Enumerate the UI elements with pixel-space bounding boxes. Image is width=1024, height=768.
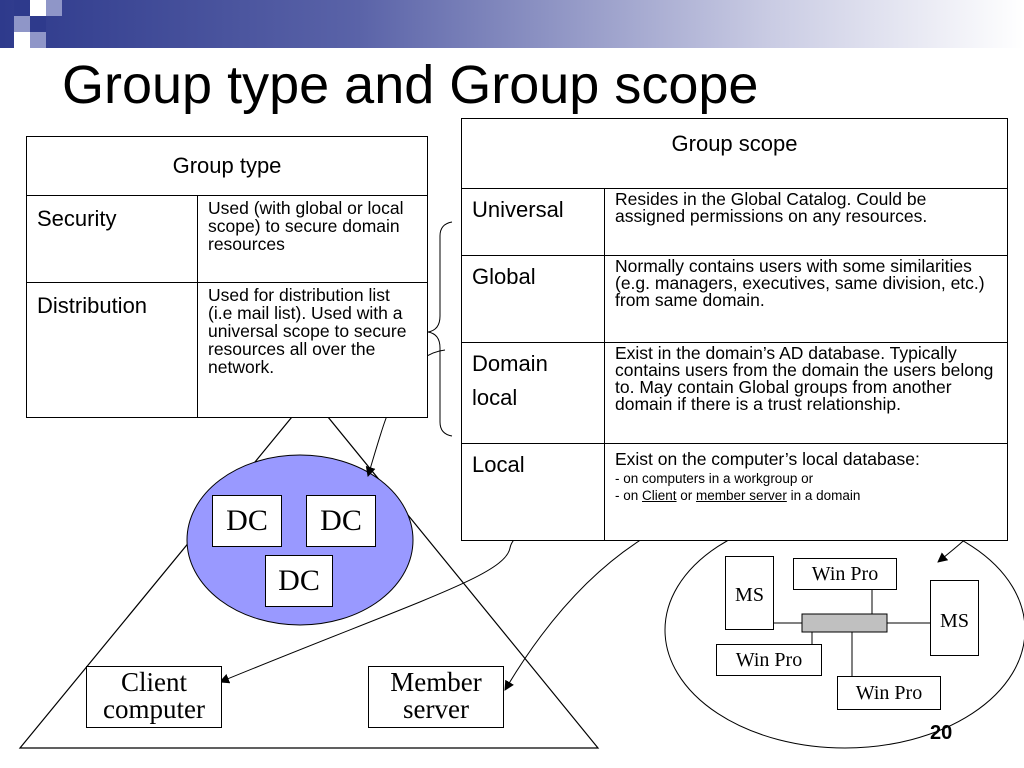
group-scope-table: Group scope Universal Resides in the Glo…	[461, 118, 1008, 541]
local-desc-line1: - on computers in a workgroup or	[615, 471, 814, 486]
slide-title: Group type and Group scope	[62, 55, 759, 115]
corner-square	[14, 16, 30, 32]
group-scope-desc: Resides in the Global Catalog. Could be …	[604, 188, 1008, 256]
corner-square	[30, 32, 46, 48]
corner-square	[30, 0, 46, 16]
win-pro-box: Win Pro	[716, 644, 822, 676]
group-scope-name: Local	[461, 443, 605, 541]
group-scope-name: Universal	[461, 188, 605, 256]
group-type-desc: Used (with global or local scope) to sec…	[197, 195, 428, 283]
group-type-desc: Used for distribution list (i.e mail lis…	[197, 282, 428, 418]
win-pro-box: Win Pro	[793, 558, 897, 590]
group-scope-desc-local: Exist on the computer’s local database: …	[604, 443, 1008, 541]
group-type-table: Group type Security Used (with global or…	[26, 136, 428, 418]
ms-box: MS	[930, 580, 979, 656]
ms-box: MS	[725, 556, 774, 630]
local-desc-main: Exist on the computer’s local database:	[615, 449, 920, 469]
local-line2-client: Client	[642, 488, 677, 503]
group-type-name: Security	[26, 195, 198, 283]
local-desc-line2: - on Client or member server in a domain	[615, 487, 1001, 504]
local-line2-mid: or	[676, 488, 697, 503]
local-line2-member: member server	[696, 488, 787, 503]
member-label-line2: server	[403, 694, 469, 724]
local-line2-pre: - on	[615, 488, 643, 503]
corner-square	[30, 16, 46, 32]
corner-square	[46, 0, 62, 16]
client-label-line1: Client	[121, 667, 187, 697]
dc-box: DC	[306, 495, 376, 547]
brace-bracket	[427, 221, 453, 437]
group-scope-name: Global	[461, 255, 605, 343]
corner-square	[14, 0, 30, 16]
corner-square	[14, 32, 30, 48]
member-server-box: Member server	[368, 666, 504, 728]
group-scope-header: Group scope	[461, 118, 1008, 189]
client-computer-box: Client computer	[86, 666, 222, 728]
client-label-line2: computer	[103, 694, 205, 724]
member-label-line1: Member	[390, 667, 482, 697]
dc-box: DC	[265, 555, 333, 607]
group-scope-name: Domain local	[461, 342, 605, 444]
dc-box: DC	[212, 495, 282, 547]
network-hub	[801, 613, 888, 633]
local-line2-post: in a domain	[786, 488, 861, 503]
page-number: 20	[930, 722, 953, 744]
group-type-name: Distribution	[26, 282, 198, 418]
group-type-header: Group type	[26, 136, 428, 196]
group-scope-desc: Normally contains users with some simila…	[604, 255, 1008, 343]
header-bar	[0, 0, 1024, 48]
win-pro-box: Win Pro	[837, 676, 941, 710]
group-scope-desc: Exist in the domain’s AD database. Typic…	[604, 342, 1008, 444]
